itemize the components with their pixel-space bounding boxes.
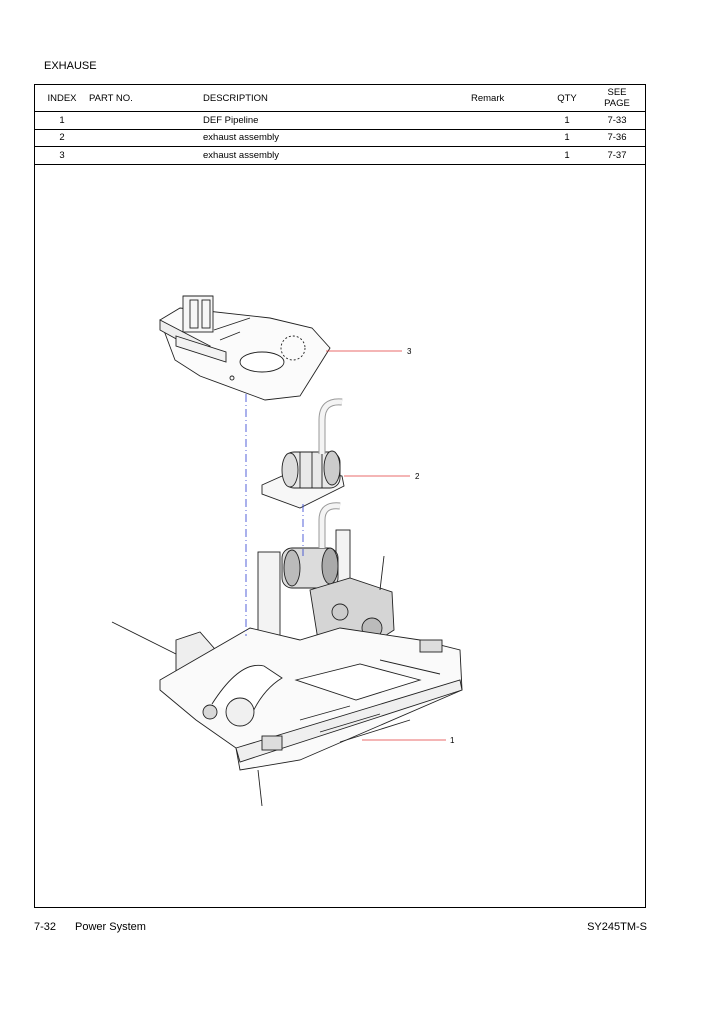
cell-index: 1: [35, 111, 89, 130]
cell-index: 3: [35, 146, 89, 165]
header-description: DESCRIPTION: [203, 85, 471, 112]
cover-plate-drawing: [159, 295, 331, 401]
callout-3: 3: [407, 347, 412, 356]
header-part-no: PART NO.: [89, 85, 203, 112]
cell-remark: [471, 111, 545, 130]
cell-qty: 1: [545, 146, 589, 165]
table-row: 1 DEF Pipeline 1 7-33: [35, 111, 645, 130]
cell-see-page[interactable]: 7-36: [589, 129, 645, 147]
header-see-line2: PAGE: [604, 98, 630, 109]
header-see-line1: SEE: [607, 87, 627, 98]
parts-frame: INDEX PART NO. DESCRIPTION Remark QTY SE…: [34, 84, 646, 908]
footer-section: Power System: [75, 921, 146, 933]
cell-qty: 1: [545, 111, 589, 130]
cell-see-page[interactable]: 7-37: [589, 146, 645, 165]
chassis-frame-drawing: [159, 627, 463, 807]
parts-table: INDEX PART NO. DESCRIPTION Remark QTY SE…: [35, 85, 645, 165]
table-header-row: INDEX PART NO. DESCRIPTION Remark QTY SE…: [35, 85, 645, 112]
header-see-page: SEE PAGE: [589, 85, 645, 112]
cell-description: DEF Pipeline: [203, 111, 471, 130]
footer-page-number: 7-32: [34, 921, 57, 933]
cell-remark: [471, 129, 545, 147]
header-qty: QTY: [545, 85, 589, 112]
cell-part-no: [89, 129, 203, 147]
cell-see-page[interactable]: 7-33: [589, 111, 645, 130]
callout-2: 2: [415, 472, 420, 481]
cell-part-no: [89, 146, 203, 165]
table-row: 3 exhaust assembly 1 7-37: [35, 146, 645, 165]
cell-index: 2: [35, 129, 89, 147]
callout-1: 1: [450, 736, 455, 745]
footer-model: SY245TM-S: [587, 921, 647, 933]
cell-description: exhaust assembly: [203, 129, 471, 147]
cell-part-no: [89, 111, 203, 130]
cell-description: exhaust assembly: [203, 146, 471, 165]
header-remark: Remark: [471, 85, 545, 112]
cell-remark: [471, 146, 545, 165]
table-row: 2 exhaust assembly 1 7-36: [35, 129, 645, 147]
section-title: EXHAUSE: [44, 60, 97, 72]
header-index: INDEX: [35, 85, 89, 112]
exhaust-assembly-drawing: [261, 398, 345, 509]
cell-qty: 1: [545, 129, 589, 147]
